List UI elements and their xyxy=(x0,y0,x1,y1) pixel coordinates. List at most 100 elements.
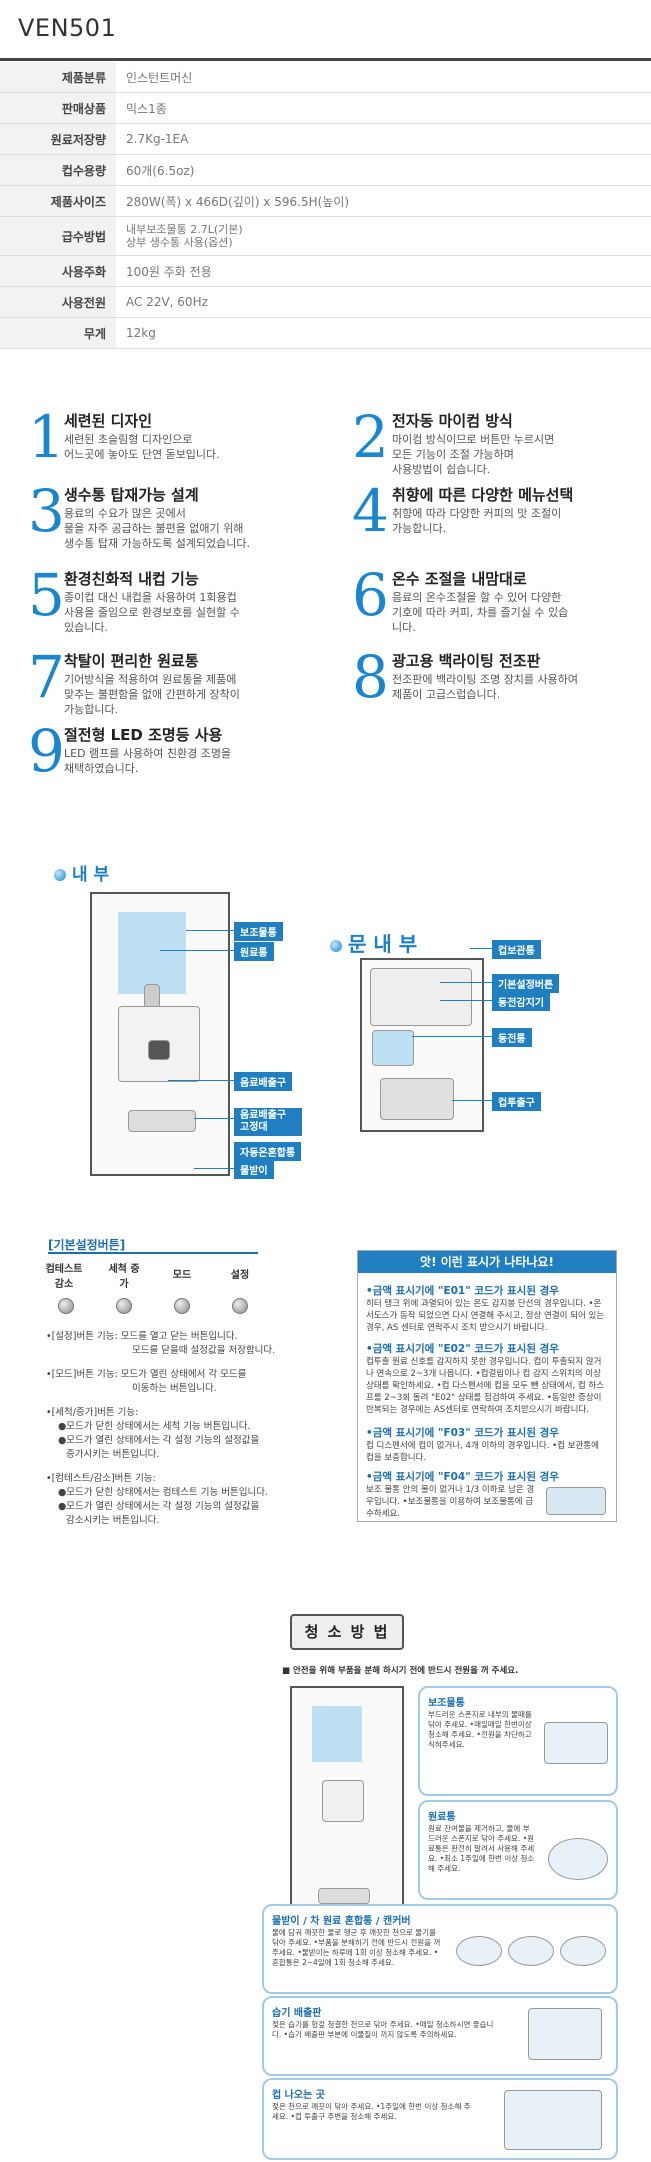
leader-line xyxy=(168,1080,234,1081)
leader-line xyxy=(194,1118,234,1119)
error-box: 앗! 이런 표시가 나타나요! •금액 표시기에 "E01" 코드가 표시된 경… xyxy=(357,1250,617,1522)
label-mixer: 자동온혼합통 xyxy=(234,1142,302,1161)
clean-card-aux-tank: 보조물통 부드러운 스폰지로 내부의 물때를 닦아 주세요. •매일매일 한번이… xyxy=(418,1686,618,1796)
feature-desc: 취향에 따라 다양한 커피의 맛 조절이 xyxy=(392,507,562,520)
spec-key: 제품분류 xyxy=(0,62,116,93)
feature-desc: 사용을 줄임으로 환경보호를 실현할 수 xyxy=(64,606,240,619)
wash-button[interactable] xyxy=(116,1298,132,1314)
label-coin-box: 동전통 xyxy=(492,1028,532,1047)
feature-heading: 세련된 디자인 xyxy=(64,412,153,430)
clean-heading: 보조물통 xyxy=(428,1698,465,1709)
button-desc: •[컴테스트/감소]버튼 기능: xyxy=(46,1473,156,1484)
spec-key: 제품사이즈 xyxy=(0,185,116,217)
feature-desc: 맞추는 불편함을 없애 간편하게 장착이 xyxy=(64,688,240,701)
clean-illustration xyxy=(544,1722,608,1764)
spec-value: 2.7Kg-1EA xyxy=(116,123,651,155)
button-label: 설정 xyxy=(230,1270,250,1281)
water-tank-illustration xyxy=(546,1487,606,1515)
feature-desc: 기호에 따라 커피, 차를 즐기실 수 있습 xyxy=(392,606,569,619)
spec-key: 사용전원 xyxy=(0,286,116,318)
leader-line xyxy=(440,982,492,983)
feature-heading: 취향에 따른 다양한 메뉴선택 xyxy=(392,486,574,504)
cleaning-tank xyxy=(312,1706,362,1762)
feature-number: 3 xyxy=(28,477,65,545)
clean-desc: 젖은 습기를 헝겊 청결한 천으로 닦아 주세요. •매일 청소하시면 좋습니다… xyxy=(272,2020,494,2039)
cleaning-inner xyxy=(322,1780,364,1822)
label-aux-tank: 보조물통 xyxy=(234,922,283,941)
set-button[interactable] xyxy=(232,1298,248,1314)
mode-button[interactable] xyxy=(174,1298,190,1314)
feature-desc: 마이컴 방식이므로 버튼만 누르시면 xyxy=(392,433,555,446)
coin-box xyxy=(372,1030,414,1066)
cup-outlet xyxy=(380,1078,454,1120)
button-desc: 증가시키는 버튼입니다. xyxy=(66,1449,160,1460)
spec-value: 믹스1종 xyxy=(116,92,651,124)
leader-line xyxy=(194,1168,234,1169)
clean-illustration xyxy=(504,2090,602,2150)
feature-desc: 종이컵 대신 내컵을 사용하여 1회용컵 xyxy=(64,591,237,604)
clean-card-canister: 원료통 원료 잔여물을 제거하고, 물에 부드러운 스폰지로 닦아 주세요. •… xyxy=(418,1800,618,1900)
clean-desc: 부드러운 스폰지로 내부의 물때를 닦아 주세요. •매일매일 한번이상 청소해… xyxy=(428,1710,532,1749)
clean-card-cup-outlet: 컵 나오는 곳 젖은 천으로 깨끗이 닦아 주세요. •1주일에 한번 이상 청… xyxy=(262,2078,618,2160)
drip-tray xyxy=(128,1110,196,1132)
clean-illustration xyxy=(508,1936,554,1966)
bullet-icon xyxy=(330,940,342,952)
cleaning-note: ■ 안전을 위해 부품을 분해 하시기 전에 반드시 전원을 꺼 주세요. xyxy=(282,1666,519,1676)
feature-desc: 용료의 수요가 많은 곳에서 xyxy=(64,507,186,520)
buttons-title: [기본설정버튼] xyxy=(48,1238,126,1252)
comtest-button[interactable] xyxy=(58,1298,74,1314)
feature-number: 5 xyxy=(28,561,65,629)
button-desc: 모드를 닫을때 설정값을 저장합니다. xyxy=(132,1345,276,1356)
clean-card-tray: 물받이 / 차 원료 혼합통 / 캔커버 물에 담궈 깨끗한 물로 헹군 후 깨… xyxy=(262,1904,618,1994)
door-title: 문 내 부 xyxy=(348,932,418,956)
spec-value: 인스턴트머신 xyxy=(116,62,651,93)
cleaning-tray xyxy=(318,1888,370,1904)
feature-desc: 가능합니다. xyxy=(64,703,119,716)
feature-desc: 음료의 온수조절을 할 수 있어 다양한 xyxy=(392,591,562,604)
clean-illustration xyxy=(548,1838,608,1880)
aux-tank xyxy=(118,912,186,994)
door-heading: 문 내 부 xyxy=(330,928,417,957)
clean-heading: 컵 나오는 곳 xyxy=(272,2090,325,2101)
spec-key: 무게 xyxy=(0,317,116,349)
clean-card-vent: 습기 배출판 젖은 습기를 헝겊 청결한 천으로 닦아 주세요. •매일 청소하… xyxy=(262,1996,618,2076)
button-label: 컴테스트 감소 xyxy=(45,1264,83,1290)
error-heading: •금액 표시기에 "F04" 코드가 표시된 경우 xyxy=(366,1471,559,1483)
label-cup-outlet: 컵투출구 xyxy=(492,1092,541,1111)
feature-number: 6 xyxy=(352,561,389,629)
feature-heading: 생수통 탑재가능 설계 xyxy=(64,486,199,504)
feature-desc: 제품이 고급스럽습니다. xyxy=(392,688,501,701)
spec-key: 컵수용량 xyxy=(0,154,116,186)
buttons-divider xyxy=(48,1252,258,1254)
feature-heading: 온수 조절을 내맘대로 xyxy=(392,570,527,588)
leader-line xyxy=(412,1036,492,1037)
spec-key: 사용주화 xyxy=(0,255,116,287)
feature-heading: 착탈이 편리한 원료통 xyxy=(64,652,199,670)
label-cup-holder: 컵보관통 xyxy=(492,940,541,959)
nozzle xyxy=(148,1040,170,1060)
feature-heading: 환경친화적 내컵 기능 xyxy=(64,570,199,588)
button-desc: ●모드가 닫힌 상태에서는 세척 기능 버튼입니다. xyxy=(58,1421,251,1432)
spec-value: 내부보조물통 2.7L(기본) xyxy=(126,223,243,236)
feature-number: 8 xyxy=(352,643,389,711)
button-desc: 이동하는 버튼입니다. xyxy=(132,1383,217,1394)
clean-illustration xyxy=(456,1936,502,1966)
clean-heading: 원료통 xyxy=(428,1812,456,1823)
leader-line xyxy=(470,948,492,949)
button-desc: ●모드가 열린 상태에서는 각 설정 기능의 설정값을 xyxy=(58,1435,260,1446)
feature-desc: 니다. xyxy=(392,621,416,634)
spec-value: 280W(폭) x 466D(깊이) x 596.5H(높이) xyxy=(116,185,651,217)
cup-holder xyxy=(370,968,472,1026)
clean-desc: 원료 잔여물을 제거하고, 물에 부드러운 스폰지로 닦아 주세요. •원료통은… xyxy=(428,1824,535,1873)
button-desc: •[모드]버튼 기능: 모드가 열린 상태에서 각 모드를 xyxy=(46,1369,247,1380)
error-desc: 컵투출 원료 신호를 감지하지 못한 경우입니다. 컵이 투출되지 않거나 연속… xyxy=(366,1357,605,1415)
leader-line xyxy=(452,1100,492,1101)
spec-value: 상부 생수통 사용(옵션) xyxy=(126,236,233,249)
feature-number: 1 xyxy=(28,403,65,471)
